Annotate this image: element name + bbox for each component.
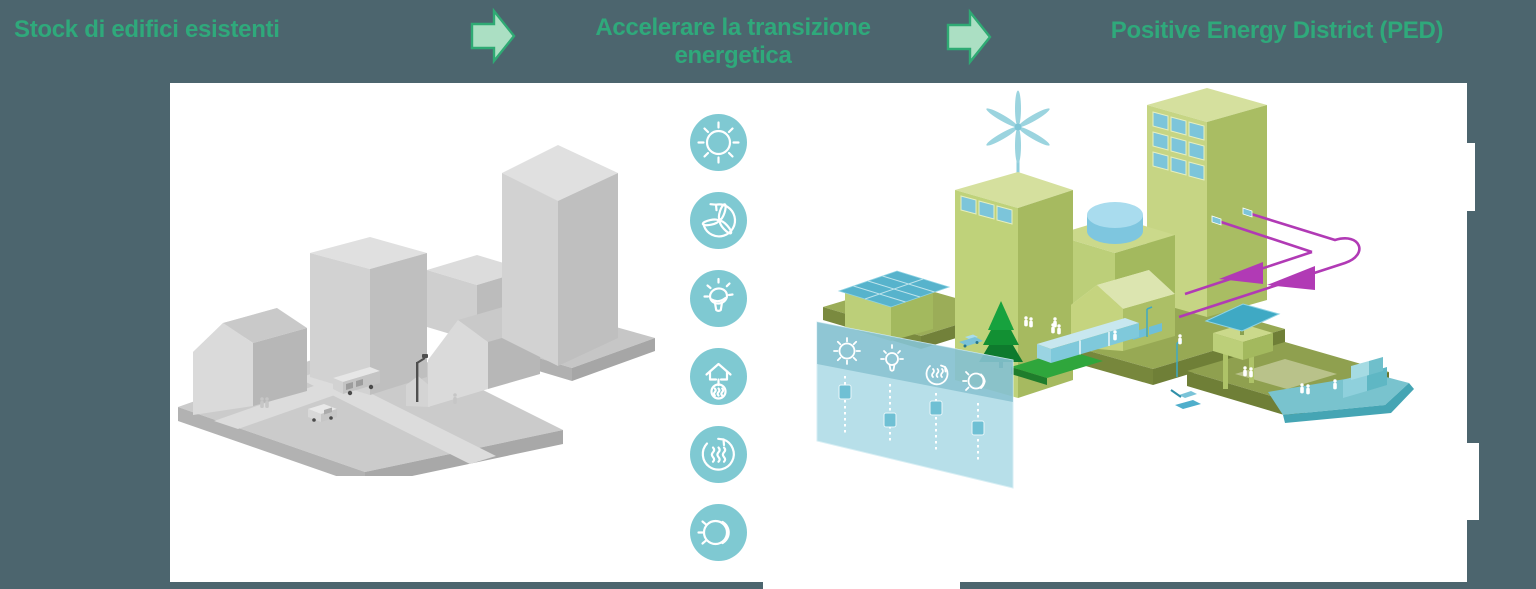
heat-recovery-icon — [925, 364, 949, 386]
step-label-ped: Positive Energy District (PED) — [1110, 17, 1444, 44]
gray-bus — [333, 367, 380, 396]
solar-pavilion — [1204, 303, 1281, 389]
sun-icon — [690, 114, 747, 171]
ped-city-illustration — [816, 88, 1414, 489]
sun-moon-icon — [962, 371, 986, 391]
transition-icons-column — [690, 114, 747, 561]
pedestrians — [260, 393, 457, 408]
gray-tower-center — [310, 237, 427, 395]
gray-house-left — [193, 308, 307, 415]
gray-van — [308, 404, 337, 422]
sun-moon-icon — [690, 504, 747, 561]
heat-recovery-icon — [690, 426, 747, 483]
existing-city-illustration — [178, 145, 655, 476]
geothermal-house-icon — [690, 348, 747, 405]
electric-tram — [1037, 318, 1139, 363]
utility-vehicle — [1170, 389, 1201, 409]
panel-sliders — [838, 376, 985, 463]
street-lamp — [416, 354, 428, 402]
sun-icon — [833, 337, 861, 365]
lightbulb-icon — [690, 270, 747, 327]
panel-bottom-notch — [763, 582, 960, 589]
gray-tall-tower — [502, 145, 618, 366]
flow-arrow-icon — [946, 8, 992, 66]
wind-turbine — [986, 90, 1050, 183]
step-label-energy-transition: Accelerare la transizione energetica — [595, 14, 871, 69]
grass-strip — [1011, 350, 1103, 385]
flow-arrow-icon — [470, 7, 516, 65]
panel-edge-tab-bottom — [1467, 443, 1479, 520]
step-label-existing-stock: Stock di edifici esistenti — [14, 16, 280, 43]
electric-boat — [1268, 357, 1414, 423]
lightbulb-icon — [880, 344, 904, 372]
wind-turbine-icon — [690, 192, 747, 249]
control-glass-panel — [816, 321, 1014, 489]
electric-car — [959, 334, 983, 348]
solar-roof-house — [837, 270, 951, 341]
panel-edge-tab-top — [1467, 143, 1475, 211]
water-tank — [1087, 202, 1143, 244]
energy-flow-arrows — [1178, 207, 1361, 319]
